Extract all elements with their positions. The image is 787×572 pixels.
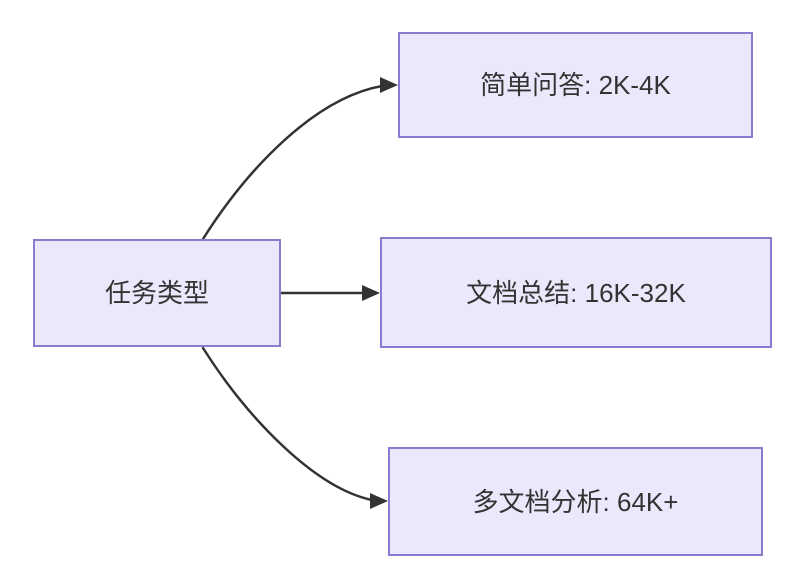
node-simple-qa-label: 简单问答: 2K-4K xyxy=(480,70,671,100)
arrowhead-branch-0-icon xyxy=(380,77,398,93)
node-simple-qa: 简单问答: 2K-4K xyxy=(398,32,753,138)
edge-root-to-branch-0 xyxy=(201,84,384,241)
node-doc-summary: 文档总结: 16K-32K xyxy=(380,237,772,348)
node-multi-doc-analysis: 多文档分析: 64K+ xyxy=(388,447,763,556)
arrowhead-branch-2-icon xyxy=(370,493,388,509)
node-task-type-label: 任务类型 xyxy=(104,278,209,308)
node-doc-summary-label: 文档总结: 16K-32K xyxy=(466,277,686,308)
edge-root-to-branch-2 xyxy=(201,346,374,502)
arrowhead-branch-1-icon xyxy=(362,285,380,301)
node-multi-doc-analysis-label: 多文档分析: 64K+ xyxy=(472,486,679,517)
node-task-type: 任务类型 xyxy=(33,239,281,347)
